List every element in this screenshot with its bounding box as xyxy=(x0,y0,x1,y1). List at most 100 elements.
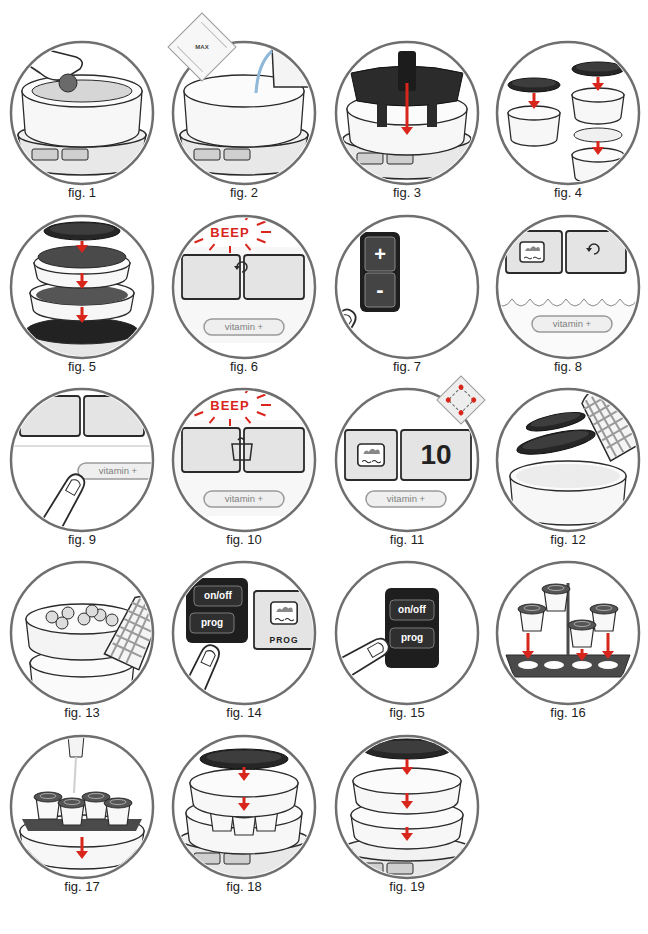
figure-circle xyxy=(336,216,478,358)
figure-ground xyxy=(173,562,315,704)
figure-art xyxy=(281,232,400,406)
figure-art-clipped xyxy=(20,735,144,869)
figure-caption: fig. 19 xyxy=(327,878,487,896)
food-piece xyxy=(106,614,118,626)
lid xyxy=(525,409,587,435)
figure-circle xyxy=(11,216,153,358)
pot-lid-ring xyxy=(64,800,80,805)
icon-steam xyxy=(524,257,541,259)
figure-art xyxy=(10,396,158,574)
icon-box xyxy=(520,242,544,262)
finger-nail xyxy=(66,478,82,496)
red-arrow-head xyxy=(528,101,540,109)
figure-panel: fig. 13 xyxy=(2,557,162,727)
figure-caption: fig. 18 xyxy=(164,878,324,896)
figure-art-clipped xyxy=(345,430,471,507)
vitamin-button xyxy=(532,316,612,332)
base-display xyxy=(387,863,413,874)
figure-ground xyxy=(173,216,315,358)
illustration-text: BEEP xyxy=(210,399,249,412)
figure-panel: fig. 9 xyxy=(2,384,162,554)
figure-art xyxy=(488,231,648,377)
figure-illustration xyxy=(331,37,483,189)
pot-lid-ring xyxy=(524,606,540,611)
plus-button xyxy=(365,237,395,271)
figure-ground xyxy=(497,562,639,704)
bowl-rim xyxy=(572,148,624,162)
figure-art xyxy=(343,51,471,179)
figure-ground xyxy=(173,389,315,531)
figure-illustration xyxy=(6,211,158,363)
steam-icon xyxy=(520,242,544,262)
bowl-rim xyxy=(510,461,626,491)
base-display xyxy=(62,149,88,160)
illustration-text: vitamin + xyxy=(99,466,137,476)
glove-check xyxy=(111,598,140,657)
figure-circle xyxy=(173,736,315,878)
red-arrow xyxy=(81,837,84,853)
rack-hole xyxy=(544,661,564,669)
figure-art-outside xyxy=(168,13,236,81)
pot-lid-ring xyxy=(110,800,126,805)
display-screen xyxy=(506,231,562,273)
figure-caption: fig. 16 xyxy=(488,704,648,722)
figure-ground xyxy=(336,42,478,184)
beep-burst xyxy=(257,395,266,399)
bowl-rim xyxy=(30,281,134,305)
panel-button xyxy=(194,586,242,606)
figure-art-clipped xyxy=(281,232,400,406)
red-arrow-head xyxy=(576,653,588,661)
figure-ground xyxy=(173,736,315,878)
figure-panel: fig. 1 xyxy=(2,37,162,207)
red-arrow xyxy=(406,83,409,129)
illustration-text: vitamin + xyxy=(225,322,263,332)
figure-circle xyxy=(173,562,315,704)
figure-art xyxy=(158,578,314,748)
lid-top xyxy=(512,78,556,87)
figure-illustration xyxy=(331,731,483,883)
pot-lid-ring xyxy=(548,586,564,591)
hand xyxy=(10,31,82,80)
milk-stream xyxy=(74,757,76,793)
wavy-edge xyxy=(488,299,648,377)
panel-button xyxy=(390,628,434,648)
vitamin-button xyxy=(204,491,284,507)
panel-button xyxy=(190,613,234,633)
steam-icon xyxy=(271,602,297,624)
figure-art-clipped xyxy=(22,222,142,363)
figure-ground xyxy=(497,42,639,184)
food-piece xyxy=(86,605,98,617)
figure-circle xyxy=(173,216,315,358)
red-arrow-head xyxy=(76,315,88,323)
beep-burst xyxy=(246,417,251,423)
water-stream xyxy=(256,51,272,93)
figure-art xyxy=(508,62,624,184)
finger-nail xyxy=(201,649,216,666)
display-screen xyxy=(244,428,304,472)
beep-burst xyxy=(194,412,203,416)
lid-top xyxy=(207,751,282,764)
figure-caption: fig. 10 xyxy=(164,531,324,549)
figure-art xyxy=(345,430,471,507)
pot-lid-ring xyxy=(40,794,56,799)
bowl-rim xyxy=(353,768,461,794)
figure-circle xyxy=(173,389,315,531)
figure-art-clipped xyxy=(158,578,314,748)
figure-caption: fig. 8 xyxy=(488,358,648,376)
figure-illustration xyxy=(6,731,158,883)
illustration-text: prog xyxy=(201,618,223,628)
illustration-text: BEEP xyxy=(210,226,249,239)
pot-lid xyxy=(590,604,618,614)
beep-burst xyxy=(257,239,266,243)
illustration-text: on/off xyxy=(398,605,426,615)
dashed-square xyxy=(448,387,473,412)
turn-icon-head xyxy=(234,266,240,270)
figure-art-outside xyxy=(437,376,485,424)
lid-top xyxy=(576,62,620,71)
figure-caption: fig. 3 xyxy=(327,184,487,202)
steam-icon xyxy=(358,444,384,466)
oven-glove xyxy=(104,590,168,670)
lid xyxy=(515,425,597,459)
figure-panel: fig. 7 xyxy=(327,211,487,381)
figure-ground xyxy=(336,736,478,878)
